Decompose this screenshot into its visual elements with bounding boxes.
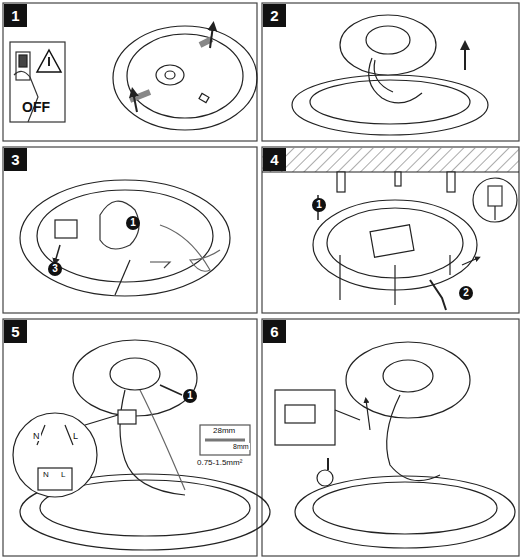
step-number: 4 — [270, 152, 278, 167]
step-number-box: 4 — [263, 148, 286, 171]
step-number: 5 — [11, 324, 19, 339]
label-text: N — [42, 471, 50, 479]
label-text: 28mm — [212, 427, 236, 435]
label-text: 8mm — [232, 443, 250, 450]
step-number-box: 1 — [4, 4, 27, 27]
callout-number: 2 — [459, 286, 473, 300]
step-number: 1 — [11, 8, 19, 23]
callout-number: 1 — [183, 389, 197, 403]
label-text: L — [72, 432, 79, 441]
callout-number: 1 — [126, 216, 140, 230]
step-number-box: 2 — [263, 4, 286, 27]
label-text: OFF — [22, 100, 50, 114]
step-number: 2 — [270, 8, 278, 23]
step-number: 3 — [11, 152, 19, 167]
step-number-box: 6 — [263, 320, 286, 343]
step-number-box: 5 — [4, 320, 27, 343]
step-number-box: 3 — [4, 148, 27, 171]
label-text: L — [60, 471, 66, 479]
step-number: 6 — [270, 324, 278, 339]
callout-number: 1 — [312, 198, 326, 212]
label-text: N — [32, 432, 41, 441]
callout-number: 3 — [48, 262, 62, 276]
label-text: 0.75-1.5mm² — [196, 459, 243, 467]
